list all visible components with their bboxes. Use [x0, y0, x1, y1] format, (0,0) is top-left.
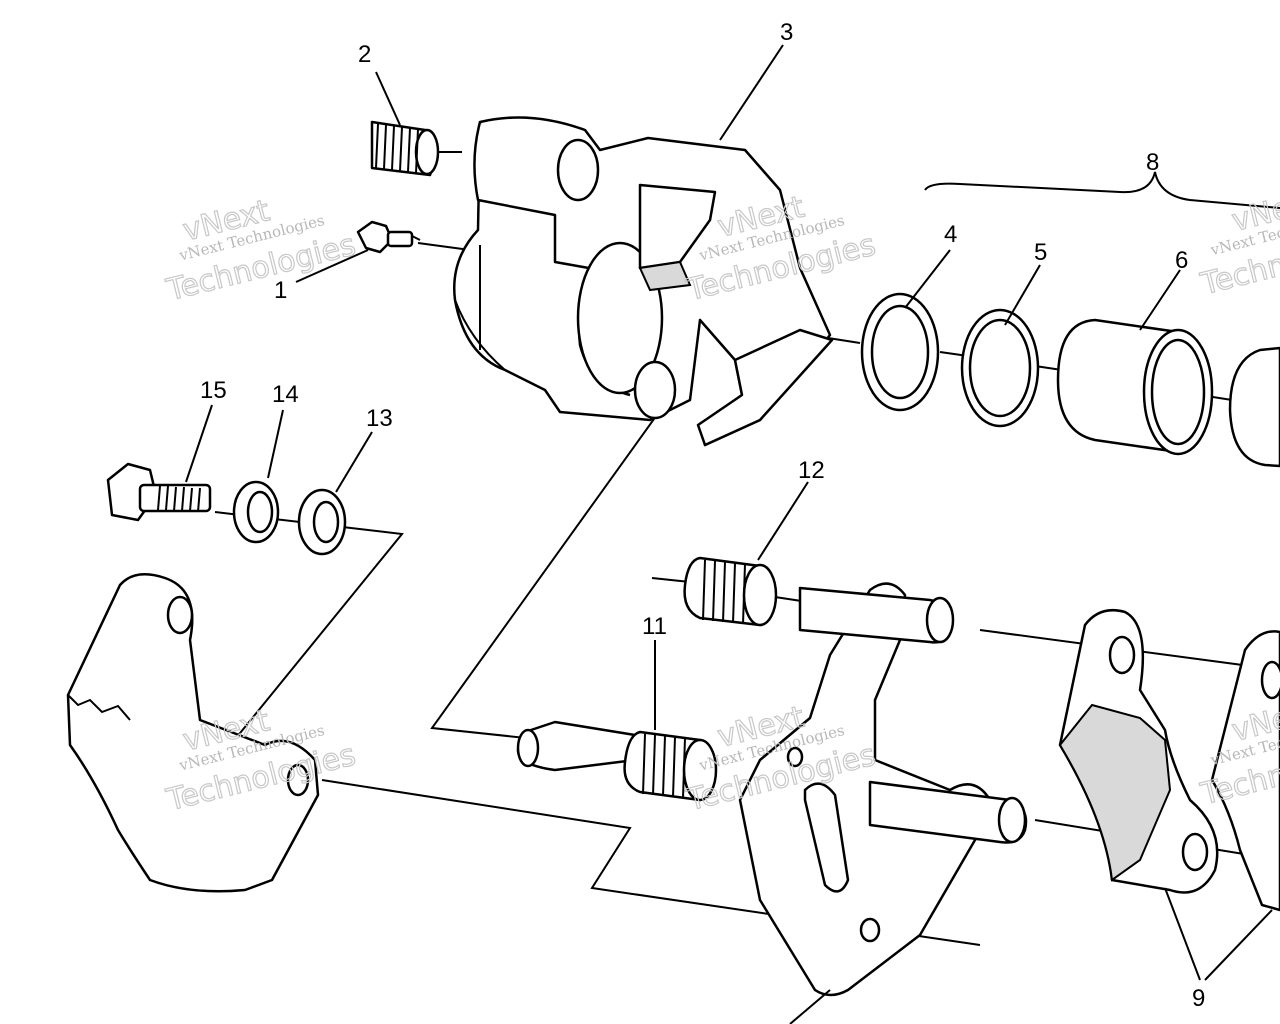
part-4-seal-ring — [860, 292, 940, 412]
callout-9: 9 — [1192, 985, 1205, 1012]
part-13-flat-washer — [297, 488, 347, 556]
part-9-brake-pad-inner — [1058, 608, 1219, 894]
part-3-caliper-body — [453, 116, 834, 447]
part-1-bleeder-screw — [356, 220, 421, 254]
callout-13: 13 — [366, 405, 393, 432]
callout-3: 3 — [780, 19, 793, 46]
group-bracket-8 — [924, 171, 1280, 209]
part-9-brake-pad-outer — [1210, 630, 1280, 912]
callout-6: 6 — [1175, 247, 1188, 274]
callout-12: 12 — [798, 457, 825, 484]
leader-lines — [185, 44, 1273, 1024]
part-11-slide-pin — [516, 720, 718, 802]
callout-5: 5 — [1034, 239, 1047, 266]
watermark-top-right: vNext Technologies vNext Technologies — [1196, 183, 1280, 303]
watermark-top-left: vNext Technologies vNext Technologies — [162, 193, 360, 309]
part-14-lock-washer — [232, 480, 280, 544]
callout-4: 4 — [944, 221, 957, 248]
callout-labels: 1 2 3 4 5 6 8 9 11 12 13 14 15 — [200, 19, 1205, 1012]
callout-8: 8 — [1146, 149, 1159, 176]
part-2-threaded-plug — [370, 120, 440, 177]
part-6-piston — [1056, 318, 1280, 468]
callout-1: 1 — [274, 277, 287, 304]
part-15-bolt — [106, 462, 212, 522]
part-5-seal-ring — [960, 308, 1040, 428]
callout-11: 11 — [642, 613, 667, 640]
callout-15: 15 — [200, 377, 227, 404]
part-12-boot — [683, 556, 778, 627]
callout-14: 14 — [272, 381, 299, 408]
callout-2: 2 — [358, 41, 371, 68]
mounting-knuckle — [66, 573, 320, 893]
caliper-mounting-bracket — [738, 582, 1028, 997]
